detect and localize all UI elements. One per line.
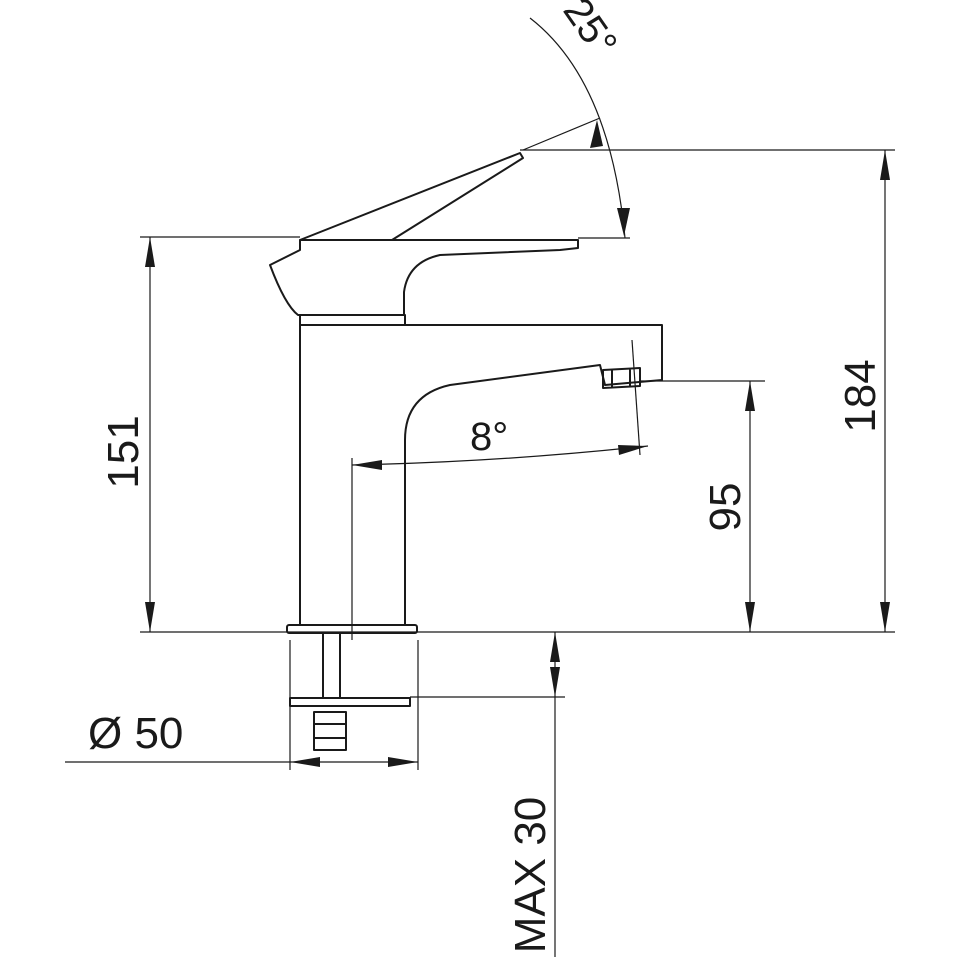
label-max-30: MAX 30 xyxy=(506,797,555,954)
lever-raised xyxy=(299,152,524,241)
faucet-outline xyxy=(269,152,663,751)
arrow-icon xyxy=(352,460,382,470)
lever-handle xyxy=(269,239,579,316)
arrow-icon xyxy=(617,208,630,236)
extension-lines xyxy=(65,117,895,770)
arrow-icon xyxy=(145,237,155,267)
aerator xyxy=(602,367,641,389)
label-151: 151 xyxy=(99,415,148,488)
arrow-icon xyxy=(550,632,560,662)
arrow-icon xyxy=(145,602,155,632)
fixing-plate xyxy=(289,697,411,707)
dimension-labels: 184 151 95 Ø 50 MAX 30 8° 25° xyxy=(88,0,885,953)
arrow-icon xyxy=(388,757,418,767)
arrow-icon xyxy=(590,120,603,148)
cartridge-collar xyxy=(299,314,406,326)
arrow-icon xyxy=(290,757,320,767)
arrow-icon xyxy=(550,667,560,697)
label-95: 95 xyxy=(701,483,750,532)
arrow-icon xyxy=(745,602,755,632)
angle-arc-8 xyxy=(351,445,649,466)
arrow-icon xyxy=(745,381,755,411)
label-diameter-50: Ø 50 xyxy=(88,709,183,758)
arrow-icon xyxy=(880,150,890,180)
fixing-nut xyxy=(313,711,347,751)
angle-arc-25 xyxy=(529,17,626,239)
arrow-icon xyxy=(880,602,890,632)
label-angle-8: 8° xyxy=(470,415,508,459)
label-184: 184 xyxy=(836,359,885,432)
dimension-lines xyxy=(145,17,890,957)
arrow-icon xyxy=(618,445,648,455)
mounting-stud xyxy=(322,632,341,699)
